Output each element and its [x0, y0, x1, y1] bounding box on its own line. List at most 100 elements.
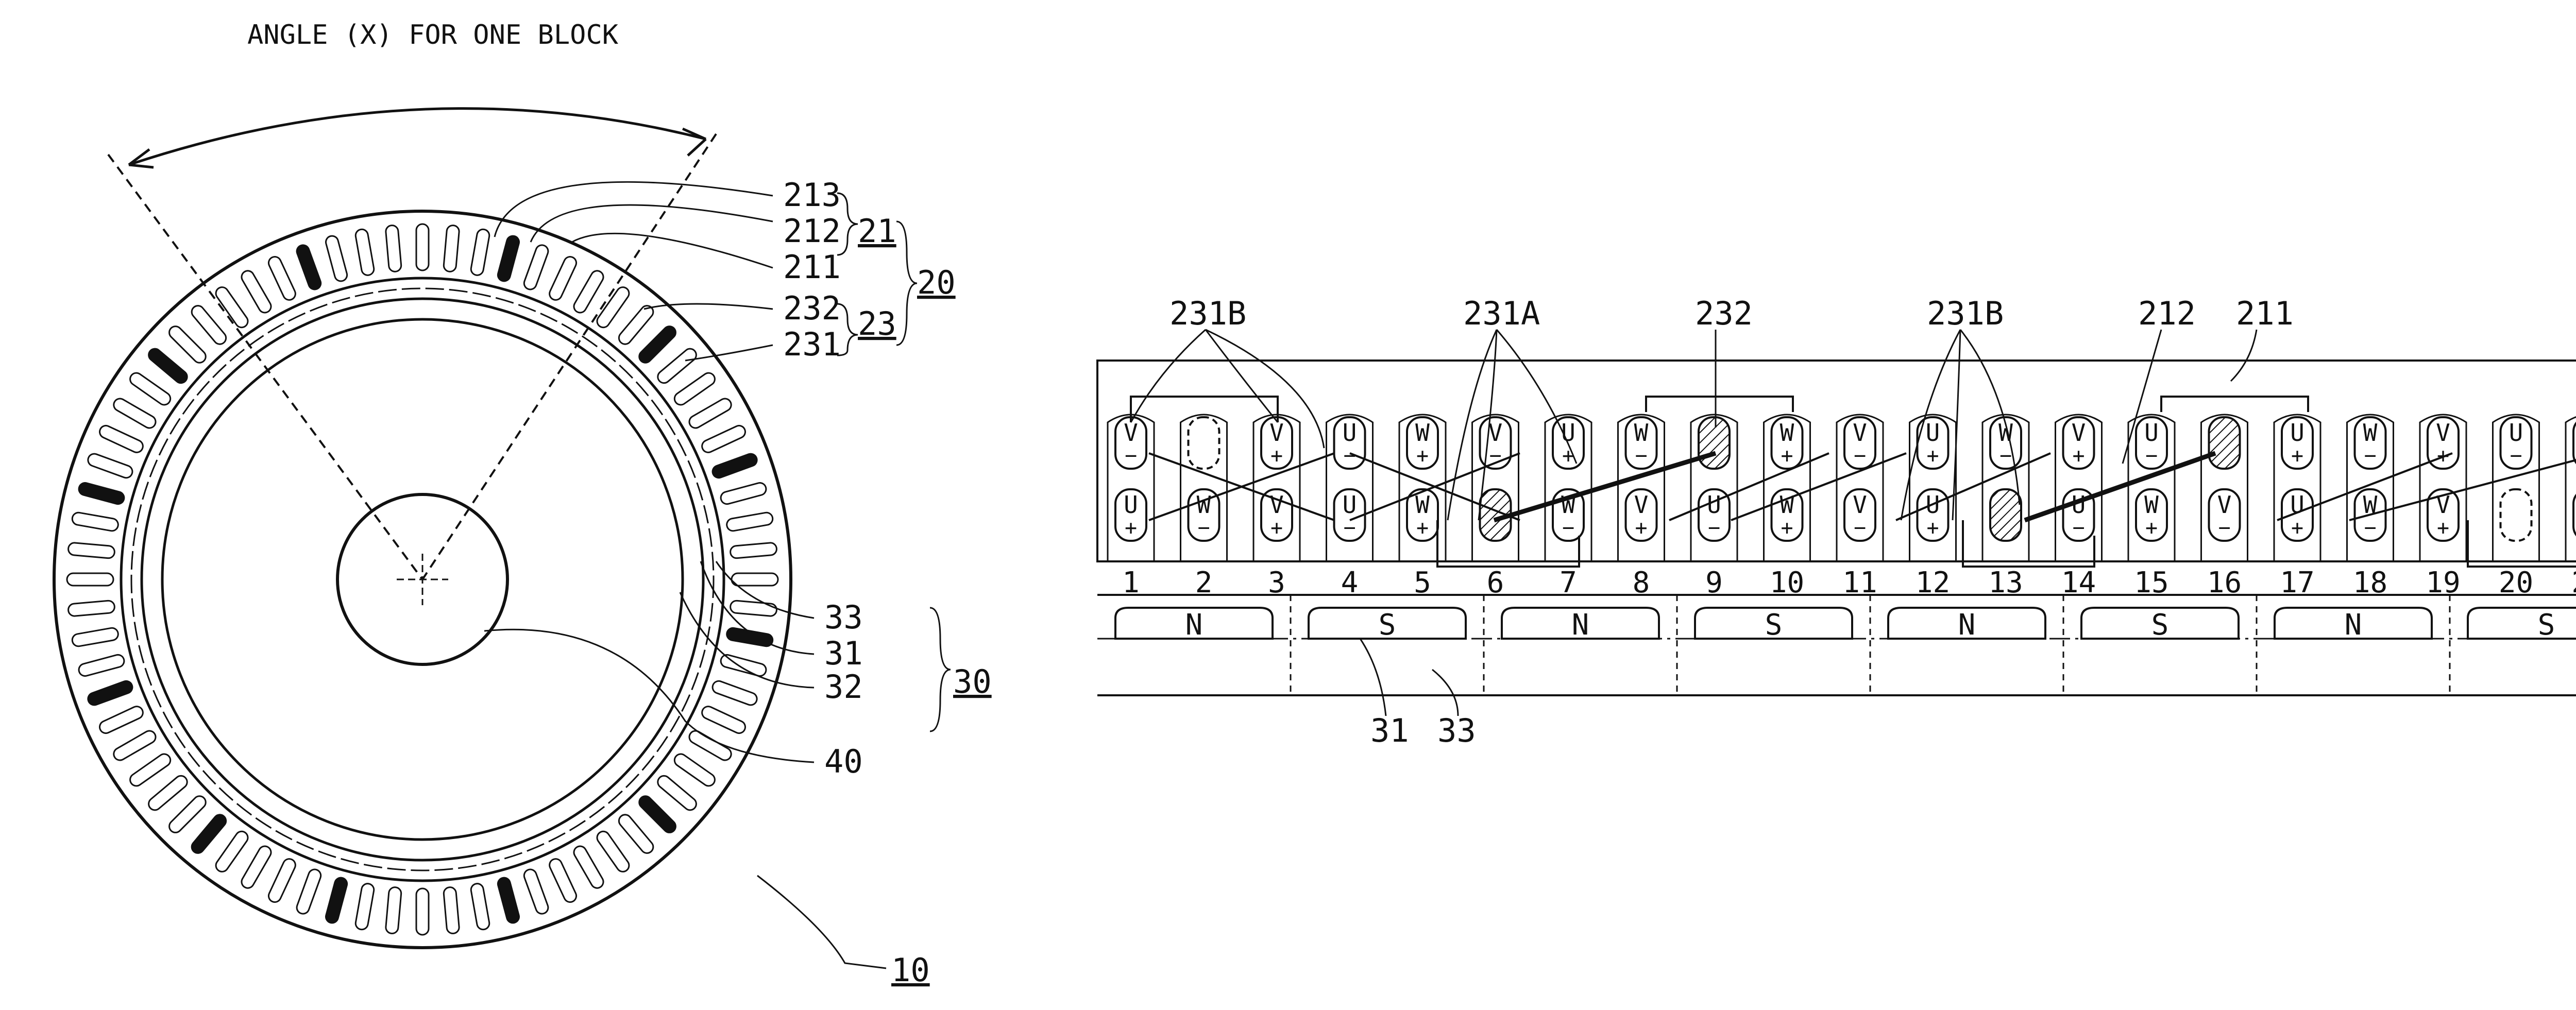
slot: U+W− [1545, 415, 1591, 561]
coil-polarity: + [1926, 516, 1939, 540]
stator-slot [595, 829, 631, 874]
stator-slot [267, 857, 298, 904]
coil-phase: V [2217, 491, 2232, 519]
label-32: 32 [824, 668, 863, 706]
stator-slot [354, 883, 375, 931]
coil-phase: U [1343, 419, 1357, 447]
stator-slot [240, 268, 274, 315]
coil-side [2209, 417, 2240, 469]
coil-side: U− [2501, 417, 2532, 469]
coil-side [1990, 489, 2021, 541]
slot: W−W− [2347, 415, 2394, 561]
stator-slot [146, 346, 190, 385]
coil-polarity: + [1781, 516, 1793, 540]
stator-slot [616, 303, 655, 347]
coil-polarity: + [2437, 516, 2449, 540]
coil-side [1699, 417, 1730, 469]
stator-slot [68, 600, 115, 617]
stator-slot [672, 751, 717, 788]
coil-phase: U [1124, 491, 1138, 519]
coil-phase: W [1197, 491, 1211, 519]
stator-slot [98, 705, 145, 735]
stator-slot [68, 542, 115, 559]
coil-phase: V [2436, 419, 2450, 447]
coil-polarity: − [2510, 444, 2522, 468]
motor-cross-section: ANGLE (X) FOR ONE BLOCK 213 212 211 [54, 20, 992, 989]
stator-slot [385, 887, 402, 934]
coil-polarity: − [1125, 444, 1137, 468]
coil-polarity: − [1635, 444, 1647, 468]
coil-phase: U [2290, 419, 2304, 447]
coil-side: U+ [1115, 489, 1146, 541]
magnet-poles: NSNSNSNS [1115, 595, 2576, 695]
stator-slot [700, 705, 748, 735]
coil-side: W+ [1407, 489, 1438, 541]
stator-slot [295, 244, 323, 292]
stator-slot [416, 888, 429, 935]
magnet-pole: N [1115, 608, 1273, 642]
coil-side: V− [1480, 417, 1511, 469]
stator-slot [711, 679, 759, 707]
coil-polarity: + [2072, 444, 2084, 468]
coil-side: U− [1334, 417, 1365, 469]
coil-polarity: − [1854, 444, 1866, 468]
stator-slot [687, 397, 734, 431]
slot: V− U+ [1108, 415, 1154, 561]
coil-side: W+ [1772, 489, 1803, 541]
stator-slot [616, 812, 655, 855]
coil-polarity: − [1708, 516, 1720, 540]
label-33-right: 33 [1437, 712, 1476, 749]
stator-slot [325, 876, 348, 924]
label-231: 231 [783, 326, 841, 363]
coil-phase: V [1853, 491, 1867, 519]
coil-polarity: + [2145, 516, 2158, 540]
stator-slot [146, 773, 190, 812]
stator-slot [497, 234, 520, 282]
coil-polarity: − [1562, 516, 1574, 540]
coil-polarity: − [2145, 444, 2158, 468]
coil-side [2501, 489, 2532, 541]
coil-phase: U [1926, 419, 1940, 447]
coil-side: V− [1115, 417, 1146, 469]
stator-slot [111, 397, 158, 431]
stator-slot [67, 573, 113, 586]
coil-side: U+ [2282, 489, 2313, 541]
coil-side: U+ [2282, 417, 2313, 469]
coil-polarity: + [1635, 516, 1647, 540]
pole-label: N [2345, 608, 2362, 642]
coil-side: U− [2136, 417, 2167, 469]
stator-slot [548, 857, 579, 904]
stator-slot [470, 883, 490, 931]
pole-label: N [1185, 608, 1203, 642]
coil-polarity: − [2364, 444, 2376, 468]
slot: U− [2493, 415, 2539, 561]
coil-phase: U [1343, 491, 1357, 519]
label-212: 212 [783, 212, 841, 250]
stator-slot [470, 228, 490, 276]
coil-polarity: − [1999, 444, 2012, 468]
slot: W− [1982, 415, 2029, 561]
stator-slot [128, 370, 173, 407]
slot: W−V+ [1618, 415, 1665, 561]
stator-slot [295, 868, 323, 916]
coil-polarity: + [1926, 444, 1939, 468]
stator-slot [98, 424, 145, 455]
slot: V− [2201, 415, 2248, 561]
stator-slot [522, 244, 550, 292]
coil-phase: U [2144, 419, 2159, 447]
coil-phase: W [1780, 491, 1794, 519]
stator-slot [732, 573, 778, 586]
label-231A: 231A [1463, 295, 1540, 332]
stator-slot [711, 452, 759, 480]
slot: U+U+ [1910, 415, 1956, 561]
coil-phase: W [2144, 491, 2159, 519]
stator-slot [637, 324, 679, 366]
slot: V+V+ [2420, 415, 2466, 561]
stator-slot [443, 225, 460, 272]
coil-side: W− [1626, 417, 1657, 469]
coil-side: V− [2209, 489, 2240, 541]
coil-phase: V [1269, 491, 1284, 519]
coil-polarity: − [1197, 516, 1210, 540]
developed-winding-diagram: V−U+W−V+V+U−U−W+W+V−U+W−W−V+U−W+W+V−V−U+… [1097, 295, 2576, 749]
